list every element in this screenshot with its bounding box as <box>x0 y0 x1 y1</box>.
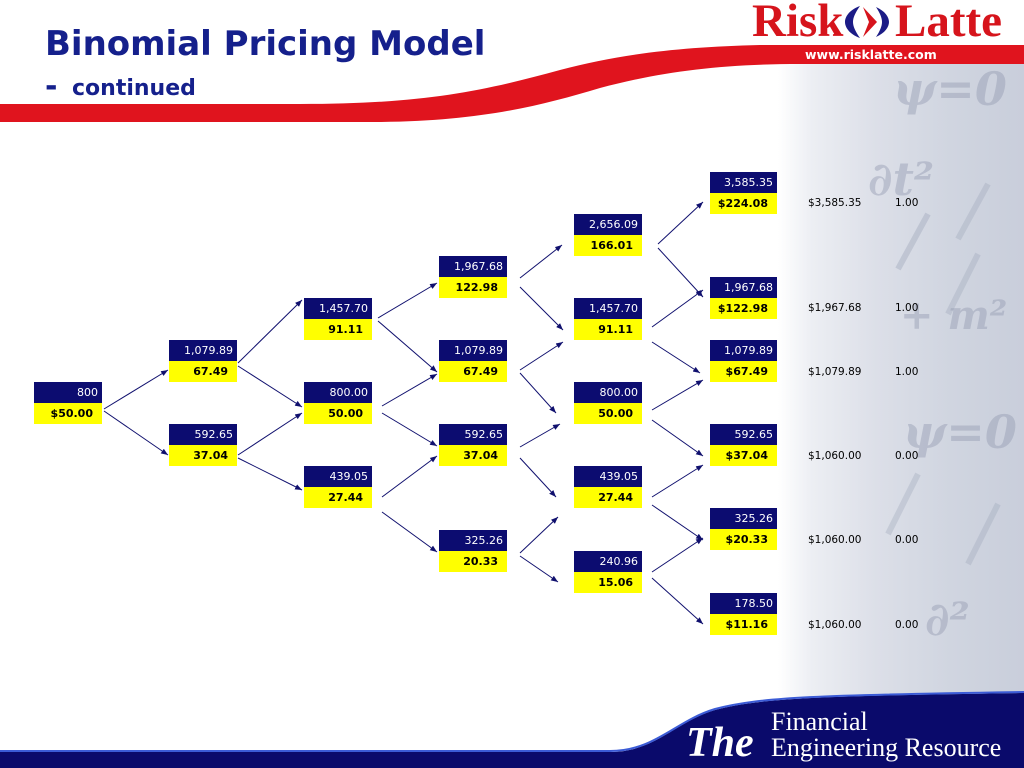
watermark-symbol: ∂² <box>925 592 970 646</box>
tree-node-step4-3: 439.05 27.44 <box>574 466 642 508</box>
double-chevron-icon <box>845 6 889 38</box>
watermark-symbol: + m² <box>900 292 1008 339</box>
tree-node-step3-3: 325.26 20.33 <box>439 530 507 572</box>
tree-node-step3-2: 592.65 37.04 <box>439 424 507 466</box>
node-stock-price: 1,457.70 <box>574 298 642 319</box>
tree-node-step5-4: 325.26 $20.33 <box>710 508 777 550</box>
logo-word-latte: Latte <box>895 0 1003 47</box>
node-option-value: $224.08 <box>710 193 777 214</box>
node-stock-price: 1,079.89 <box>439 340 507 361</box>
node-stock-price: 1,967.68 <box>439 256 507 277</box>
footer-line-engineering-resource: Engineering Resource <box>771 733 1002 762</box>
node-option-value: 20.33 <box>439 551 507 572</box>
node-option-value: 67.49 <box>439 361 507 382</box>
header-swoosh <box>0 45 1024 122</box>
page-title: Binomial Pricing Model <box>45 24 486 64</box>
node-stock-price: 325.26 <box>439 530 507 551</box>
subtitle-dash: - <box>45 69 58 104</box>
tree-node-step1-0: 1,079.89 67.49 <box>169 340 237 382</box>
footer-line-financial: Financial <box>771 707 868 736</box>
watermark-symbol: ψ=0 <box>903 405 1017 459</box>
tree-node-step5-1: 1,967.68 $122.98 <box>710 277 777 319</box>
node-stock-price: 240.96 <box>574 551 642 572</box>
node-option-value: 27.44 <box>574 487 642 508</box>
node-stock-price: 800.00 <box>574 382 642 403</box>
node-option-value: 91.11 <box>304 319 372 340</box>
background-strokes <box>885 182 1001 566</box>
node-stock-price: 3,585.35 <box>710 172 777 193</box>
tree-node-step2-2: 439.05 27.44 <box>304 466 372 508</box>
node-option-value: 37.04 <box>169 445 237 466</box>
payoff-amount: $1,967.68 <box>808 302 862 314</box>
payoff-indicator: 1.00 <box>895 366 919 378</box>
tree-node-step5-0: 3,585.35 $224.08 <box>710 172 777 214</box>
tree-node-step5-3: 592.65 $37.04 <box>710 424 777 466</box>
payoff-indicator: 1.00 <box>895 302 919 314</box>
background-math-art: ψ=0 ∂t² + m² ψ=0 ∂² <box>778 64 1024 704</box>
node-option-value: 91.11 <box>574 319 642 340</box>
node-option-value: 166.01 <box>574 235 642 256</box>
website-url[interactable]: www.risklatte.com <box>805 47 937 62</box>
node-option-value: $20.33 <box>710 529 777 550</box>
page-subtitle: continued <box>72 76 196 101</box>
tree-node-step2-0: 1,457.70 91.11 <box>304 298 372 340</box>
node-stock-price: 800 <box>34 382 102 403</box>
node-stock-price: 1,967.68 <box>710 277 777 298</box>
payoff-indicator: 0.00 <box>895 450 919 462</box>
payoff-indicator: 1.00 <box>895 197 919 209</box>
node-option-value: 37.04 <box>439 445 507 466</box>
node-stock-price: 439.05 <box>304 466 372 487</box>
node-stock-price: 325.26 <box>710 508 777 529</box>
node-option-value: 67.49 <box>169 361 237 382</box>
node-option-value: 15.06 <box>574 572 642 593</box>
node-option-value: $50.00 <box>34 403 102 424</box>
node-stock-price: 592.65 <box>710 424 777 445</box>
tree-node-step0-0: 800 $50.00 <box>34 382 102 424</box>
node-stock-price: 800.00 <box>304 382 372 403</box>
footer-the: The <box>686 720 754 766</box>
payoff-indicator: 0.00 <box>895 619 919 631</box>
tree-node-step3-1: 1,079.89 67.49 <box>439 340 507 382</box>
node-option-value: 122.98 <box>439 277 507 298</box>
watermark-symbol: ψ=0 <box>893 64 1007 116</box>
node-stock-price: 1,079.89 <box>169 340 237 361</box>
tree-node-step4-0: 2,656.09 166.01 <box>574 214 642 256</box>
tree-node-step1-1: 592.65 37.04 <box>169 424 237 466</box>
payoff-amount: $1,079.89 <box>808 366 862 378</box>
node-stock-price: 592.65 <box>169 424 237 445</box>
payoff-amount: $1,060.00 <box>808 619 862 631</box>
node-option-value: $11.16 <box>710 614 777 635</box>
payoff-amount: $3,585.35 <box>808 197 862 209</box>
tree-node-step5-5: 178.50 $11.16 <box>710 593 777 635</box>
node-stock-price: 1,079.89 <box>710 340 777 361</box>
node-stock-price: 178.50 <box>710 593 777 614</box>
tree-node-step3-0: 1,967.68 122.98 <box>439 256 507 298</box>
node-option-value: $37.04 <box>710 445 777 466</box>
node-stock-price: 2,656.09 <box>574 214 642 235</box>
tree-node-step4-2: 800.00 50.00 <box>574 382 642 424</box>
tree-node-step5-2: 1,079.89 $67.49 <box>710 340 777 382</box>
tree-node-step2-1: 800.00 50.00 <box>304 382 372 424</box>
node-option-value: 50.00 <box>574 403 642 424</box>
node-stock-price: 439.05 <box>574 466 642 487</box>
tree-node-step4-4: 240.96 15.06 <box>574 551 642 593</box>
node-stock-price: 1,457.70 <box>304 298 372 319</box>
node-option-value: 27.44 <box>304 487 372 508</box>
tree-node-step4-1: 1,457.70 91.11 <box>574 298 642 340</box>
payoff-amount: $1,060.00 <box>808 534 862 546</box>
logo-word-risk: Risk <box>752 0 844 47</box>
payoff-indicator: 0.00 <box>895 534 919 546</box>
node-option-value: 50.00 <box>304 403 372 424</box>
node-option-value: $67.49 <box>710 361 777 382</box>
payoff-amount: $1,060.00 <box>808 450 862 462</box>
node-stock-price: 592.65 <box>439 424 507 445</box>
watermark-symbol: ∂t² <box>868 152 934 206</box>
node-option-value: $122.98 <box>710 298 777 319</box>
